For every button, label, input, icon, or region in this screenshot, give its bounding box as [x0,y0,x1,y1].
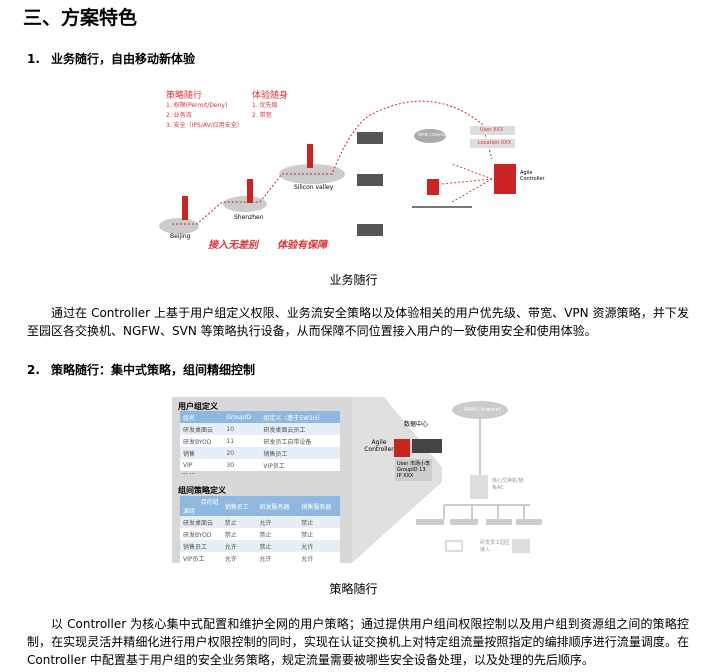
city-label: Shenzhen [234,214,264,221]
slogan: 体验有保障 [277,240,327,251]
ellipsis: ··· ··· [182,471,196,478]
user-label: User XXX [480,127,504,133]
network-diagram [159,100,516,236]
paragraph: 通过在 Controller 上基于用户组定义权限、业务流安全策略以及体验相关的… [27,306,689,338]
group-policy-title: 组间策略定义 [178,486,226,495]
datacenter-label: 数据中心 [404,421,429,428]
subsection-heading-2: 2.策略随行：集中式策略，组间精细控制 [27,363,256,377]
figure-caption: 业务随行 [329,273,378,287]
city-label: Silicon valley [294,184,334,191]
policy-title: 策略随行 [166,91,203,101]
controller-label: Agile Controller [364,439,394,453]
slogan: 接入无差别 [208,240,258,251]
location-label: Location XXX [478,140,512,146]
controller-label: Agile Controller [520,170,545,182]
figure-caption: 策略随行 [329,582,378,596]
city-label: Beijing [170,233,191,240]
section-title: 三、方案特色 [23,7,138,29]
wan-label: WAN / Internet [418,132,448,137]
endpoint-label: 研发员工园区接入 [480,540,511,553]
wan-label: WAN / Internet [464,407,501,413]
user-group-title: 用户组定义 [178,402,218,411]
experience-title: 体验随身 [252,91,289,101]
subsection-heading-1: 1.业务随行，自由移动新体验 [27,52,196,66]
switch-label: 核心交换机/随板AC [492,478,524,491]
paragraph: 以 Controller 为核心集中式配置和维护全网的用户策略；通过提供用户组间… [27,617,689,667]
